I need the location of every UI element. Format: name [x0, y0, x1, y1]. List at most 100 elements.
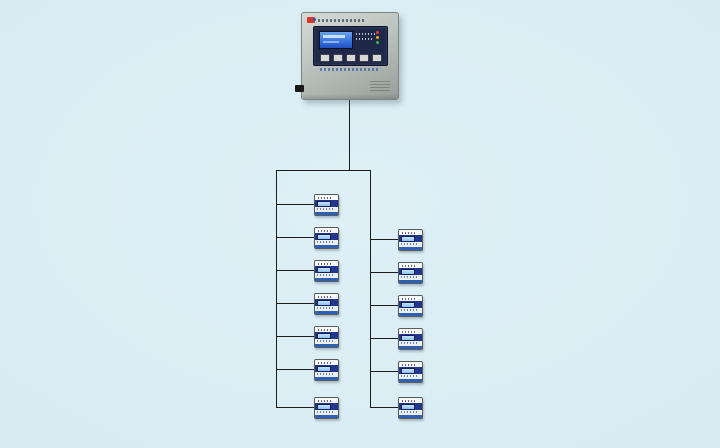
- stub-wire: [276, 336, 314, 337]
- power-led: [376, 41, 379, 44]
- detector-module: [314, 326, 339, 348]
- status-led-indicators: [376, 31, 379, 44]
- stub-wire: [370, 239, 398, 240]
- detector-lcd: [401, 403, 415, 410]
- panel-label-text: [356, 38, 372, 40]
- detector-lcd: [317, 365, 331, 372]
- detector-module: [314, 194, 339, 216]
- speaker-grille: [370, 81, 390, 92]
- detector-label-area: [399, 329, 422, 334]
- detector-base-strip: [399, 313, 422, 316]
- panel-buttons-row: [320, 54, 382, 62]
- detector-text-area: [399, 374, 422, 379]
- header-wire: [276, 170, 371, 171]
- detector-display-band: [315, 200, 338, 207]
- controller-model-text: [320, 68, 380, 71]
- detector-text-area: [399, 308, 422, 313]
- detector-text-area: [399, 410, 422, 415]
- detector-base-strip: [399, 280, 422, 283]
- detector-display-band: [315, 403, 338, 410]
- right-bus-wire: [370, 170, 371, 407]
- detector-lcd: [401, 235, 415, 242]
- stub-wire: [276, 237, 314, 238]
- detector-display-band: [315, 332, 338, 339]
- alarm-led: [376, 31, 379, 34]
- stub-wire: [276, 204, 314, 205]
- brand-logo-icon: [307, 17, 316, 23]
- stub-wire: [370, 305, 398, 306]
- stub-wire: [276, 270, 314, 271]
- detector-display-band: [399, 268, 422, 275]
- detector-display-band: [315, 299, 338, 306]
- detector-module: [314, 293, 339, 315]
- detector-base-strip: [315, 415, 338, 418]
- detector-display-band: [399, 334, 422, 341]
- stub-wire: [276, 369, 314, 370]
- stub-wire: [370, 407, 398, 408]
- detector-module: [314, 397, 339, 419]
- detector-module: [398, 229, 423, 251]
- detector-module: [314, 227, 339, 249]
- detector-display-band: [399, 235, 422, 242]
- detector-lcd: [317, 266, 331, 273]
- detector-text-area: [399, 242, 422, 247]
- detector-display-band: [399, 403, 422, 410]
- detector-text-area: [315, 207, 338, 212]
- detector-module: [398, 295, 423, 317]
- brand-text: [318, 18, 364, 22]
- detector-module: [398, 328, 423, 350]
- detector-label-area: [315, 327, 338, 332]
- detector-label-area: [315, 398, 338, 403]
- detector-base-strip: [399, 247, 422, 250]
- detector-text-area: [315, 306, 338, 311]
- detector-display-band: [315, 233, 338, 240]
- gas-alarm-controller: [295, 12, 399, 100]
- controller-front-panel: [313, 26, 388, 66]
- detector-label-area: [399, 263, 422, 268]
- controller-lcd-screen: [319, 31, 353, 49]
- detector-label-area: [399, 296, 422, 301]
- detector-text-area: [315, 339, 338, 344]
- detector-lcd: [317, 299, 331, 306]
- detector-base-strip: [315, 278, 338, 281]
- detector-module: [398, 262, 423, 284]
- stub-wire: [370, 371, 398, 372]
- detector-lcd: [317, 233, 331, 240]
- detector-label-area: [315, 294, 338, 299]
- detector-label-area: [315, 195, 338, 200]
- side-connector: [295, 85, 304, 92]
- stub-wire: [370, 338, 398, 339]
- detector-display-band: [315, 365, 338, 372]
- panel-key: [359, 54, 369, 62]
- detector-module: [398, 397, 423, 419]
- detector-label-area: [315, 261, 338, 266]
- stub-wire: [276, 407, 314, 408]
- panel-label-text: [356, 33, 376, 35]
- detector-lcd: [401, 268, 415, 275]
- trunk-wire: [349, 98, 350, 170]
- controller-top-strip: [307, 16, 390, 24]
- detector-base-strip: [399, 415, 422, 418]
- detector-base-strip: [315, 344, 338, 347]
- detector-label-area: [399, 362, 422, 367]
- detector-lcd: [401, 301, 415, 308]
- detector-label-area: [315, 228, 338, 233]
- fault-led: [376, 36, 379, 39]
- detector-label-area: [315, 360, 338, 365]
- panel-key: [320, 54, 330, 62]
- detector-label-area: [399, 230, 422, 235]
- detector-text-area: [399, 275, 422, 280]
- detector-module: [398, 361, 423, 383]
- detector-text-area: [315, 410, 338, 415]
- detector-base-strip: [315, 377, 338, 380]
- detector-display-band: [399, 367, 422, 374]
- detector-lcd: [317, 403, 331, 410]
- panel-key: [333, 54, 343, 62]
- left-bus-wire: [276, 170, 277, 407]
- detector-text-area: [315, 273, 338, 278]
- detector-base-strip: [399, 379, 422, 382]
- detector-lcd: [401, 367, 415, 374]
- detector-lcd: [317, 200, 331, 207]
- detector-lcd: [317, 332, 331, 339]
